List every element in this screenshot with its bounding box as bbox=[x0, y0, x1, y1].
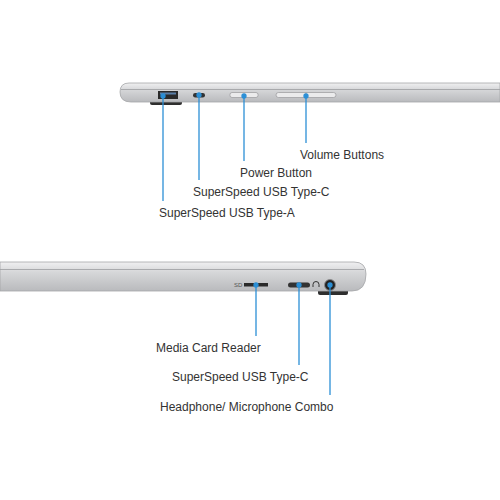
callout-label: SuperSpeed USB Type-C bbox=[172, 370, 309, 384]
label-holder: SuperSpeed USB Type-C bbox=[193, 185, 330, 199]
label-holder: Headphone/ Microphone Combo bbox=[160, 400, 333, 414]
label-holder: Media Card Reader bbox=[156, 341, 261, 355]
callout-label: Power Button bbox=[240, 166, 312, 180]
label-holder: Volume Buttons bbox=[300, 148, 384, 162]
callout-label: Media Card Reader bbox=[156, 341, 261, 355]
label-holder: SuperSpeed USB Type-C bbox=[172, 370, 309, 384]
port-marking: SD bbox=[234, 282, 242, 289]
callout-label: Headphone/ Microphone Combo bbox=[160, 400, 333, 414]
label-holder: SD bbox=[234, 282, 242, 289]
label-holder: SuperSpeed USB Type-A bbox=[159, 206, 295, 220]
callout-label: SuperSpeed USB Type-C bbox=[193, 185, 330, 199]
callout-label: Volume Buttons bbox=[300, 148, 384, 162]
callout-label: SuperSpeed USB Type-A bbox=[159, 206, 295, 220]
label-holder: Power Button bbox=[240, 166, 312, 180]
